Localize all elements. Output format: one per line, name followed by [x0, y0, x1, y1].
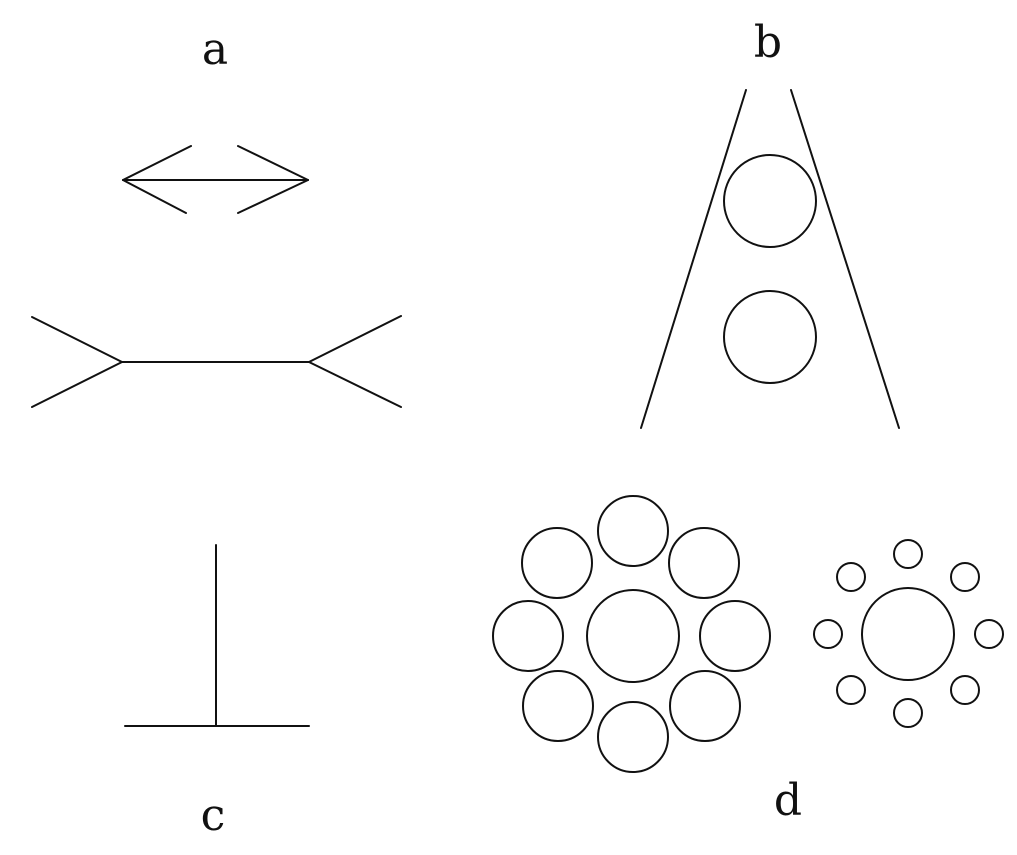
ebbinghaus-large-surround-circle: [699, 600, 771, 672]
ebbinghaus-large-surround-circle: [492, 600, 564, 672]
ebbinghaus-large-surround-circle: [521, 527, 593, 599]
muller-lyer-left-tail-upper: [31, 316, 123, 363]
ebbinghaus-small-surround-circle: [813, 619, 843, 649]
ebbinghaus-small-surround-circle: [836, 675, 866, 705]
ponzo-left-rail: [640, 89, 747, 429]
panel-a: a: [31, 24, 402, 408]
ebbinghaus-large-surround-circle: [668, 527, 740, 599]
muller-lyer-left-fin-lower: [122, 179, 187, 214]
ebbinghaus-small-surround-circle: [974, 619, 1004, 649]
panel-a-label: a: [202, 24, 228, 75]
muller-lyer-left-fin-upper: [122, 145, 192, 181]
ebbinghaus-large-surround-circle: [597, 495, 669, 567]
ponzo-right-rail: [790, 89, 900, 429]
panel-b-label: b: [754, 17, 782, 68]
muller-lyer-right-tail-lower: [308, 361, 402, 408]
ebbinghaus-small-surround-circle: [893, 539, 923, 569]
ponzo-upper-circle: [723, 154, 817, 248]
ebbinghaus-small-surround-circle: [893, 698, 923, 728]
ebbinghaus-large-surround: [492, 495, 771, 773]
muller-lyer-right-fin-lower: [237, 179, 309, 214]
ponzo-lower-circle: [723, 290, 817, 384]
ebbinghaus-small-surround-circle: [950, 562, 980, 592]
ebbinghaus-small-surround-circle: [950, 675, 980, 705]
muller-lyer-right-fin-upper: [237, 145, 309, 181]
ebbinghaus-small-surround-circle: [836, 562, 866, 592]
panel-b: b: [640, 17, 900, 429]
muller-lyer-outward-fins: [31, 315, 402, 408]
panel-c-label: c: [201, 790, 226, 841]
ebbinghaus-large-surround-circle: [669, 670, 741, 742]
muller-lyer-right-tail-upper: [308, 315, 402, 363]
panel-d: d: [492, 495, 1004, 826]
ebbinghaus-center-circle-right: [861, 587, 955, 681]
panel-c: c: [124, 544, 310, 841]
ebbinghaus-large-surround-circle: [597, 701, 669, 773]
muller-lyer-inward-arrows: [122, 145, 309, 214]
panel-d-label: d: [774, 775, 802, 826]
muller-lyer-left-tail-lower: [31, 361, 123, 408]
ebbinghaus-large-surround-circle: [522, 670, 594, 742]
ebbinghaus-center-circle-left: [586, 589, 680, 683]
ebbinghaus-small-surround: [813, 539, 1004, 728]
